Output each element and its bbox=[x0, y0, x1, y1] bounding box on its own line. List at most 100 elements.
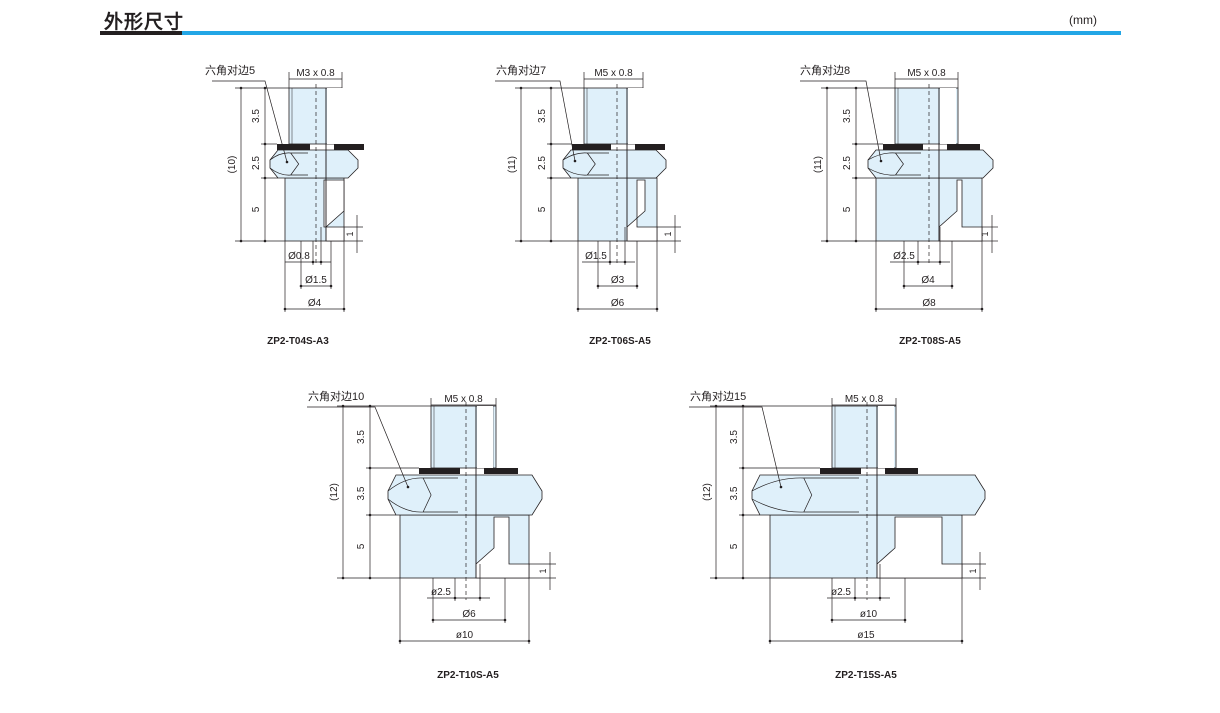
arrow-dot bbox=[741, 466, 745, 470]
hex-facet bbox=[387, 477, 458, 513]
bottom-dim-label: 1 bbox=[980, 231, 990, 236]
diameter-label: Ø8 bbox=[922, 298, 936, 309]
bottom-dim-label: 1 bbox=[663, 231, 673, 236]
arrow-dot bbox=[299, 284, 303, 288]
arrow-dot bbox=[938, 260, 942, 264]
hex-height-label: 3.5 bbox=[356, 486, 367, 500]
hex-nut bbox=[269, 149, 359, 179]
body-height-label: 5 bbox=[356, 543, 367, 549]
seal-right bbox=[885, 468, 918, 474]
arrow-dot bbox=[549, 176, 553, 180]
thread-label: M5 x 0.8 bbox=[444, 394, 483, 405]
arrow-dot bbox=[263, 239, 267, 243]
arrow-dot bbox=[825, 239, 829, 243]
page-header: 外形尺寸 (mm) bbox=[0, 0, 1220, 40]
body-height-label: 5 bbox=[251, 206, 262, 212]
arrow-dot bbox=[341, 576, 345, 580]
arrow-dot bbox=[903, 618, 907, 622]
arrow-dot bbox=[854, 239, 858, 243]
section-cut bbox=[323, 88, 345, 242]
thread-label: M5 x 0.8 bbox=[907, 68, 946, 79]
arrow-dot bbox=[368, 466, 372, 470]
hex-flats-label: 六角对边8 bbox=[800, 63, 850, 77]
bottom-dim-label: 1 bbox=[345, 231, 355, 236]
arrow-dot bbox=[655, 307, 659, 311]
arrow-dot bbox=[398, 639, 402, 643]
arrow-dot bbox=[950, 284, 954, 288]
arrow-dot bbox=[980, 307, 984, 311]
model-name: ZP2-T08S-A5 bbox=[899, 336, 961, 347]
arrow-dot bbox=[635, 284, 639, 288]
diameter-label: Ø0.8 bbox=[288, 251, 310, 262]
upper-height-label: 3.5 bbox=[537, 109, 548, 123]
leader-line bbox=[800, 80, 882, 162]
hex-facet bbox=[751, 477, 859, 513]
seal-right bbox=[334, 144, 364, 150]
leader-line bbox=[212, 80, 288, 163]
arrow-dot bbox=[874, 307, 878, 311]
unit-label: (mm) bbox=[1069, 13, 1097, 27]
body-height-label: 5 bbox=[842, 206, 853, 212]
arrow-dot bbox=[902, 284, 906, 288]
seal-right bbox=[947, 144, 980, 150]
total-height-label: (11) bbox=[813, 156, 824, 173]
arrow-dot bbox=[549, 142, 553, 146]
arrow-dot bbox=[263, 86, 267, 90]
diameter-label: Ø6 bbox=[462, 609, 476, 620]
diameter-label: Ø1.5 bbox=[585, 251, 607, 262]
arrow-dot bbox=[519, 86, 523, 90]
hex-nut bbox=[867, 149, 994, 179]
section-cut bbox=[626, 88, 658, 242]
hex-nut bbox=[562, 149, 667, 179]
leader-line bbox=[307, 406, 409, 488]
diameter-label: Ø6 bbox=[611, 298, 625, 309]
hex-height-label: 2.5 bbox=[251, 156, 262, 170]
total-height-label: (11) bbox=[507, 156, 518, 173]
arrow-dot bbox=[573, 159, 577, 163]
bottom-dim-label: 1 bbox=[968, 568, 978, 573]
seal-right bbox=[484, 468, 518, 474]
diameter-label: ø10 bbox=[456, 630, 474, 641]
title-underline bbox=[100, 31, 182, 35]
arrow-dot bbox=[854, 176, 858, 180]
bore bbox=[628, 88, 644, 144]
upper-height-label: 3.5 bbox=[842, 109, 853, 123]
arrow-dot bbox=[854, 86, 858, 90]
upper-height-label: 3.5 bbox=[251, 109, 262, 123]
arrow-dot bbox=[503, 618, 507, 622]
seal-left bbox=[883, 144, 923, 150]
section-cut bbox=[475, 406, 530, 579]
total-height-label: (10) bbox=[227, 156, 238, 174]
diameter-label: ø2.5 bbox=[831, 587, 851, 598]
hex-height-label: 3.5 bbox=[729, 486, 740, 500]
arrow-dot bbox=[453, 596, 457, 600]
diameter-label: ø2.5 bbox=[431, 587, 451, 598]
hex-nut bbox=[751, 474, 986, 516]
arrow-dot bbox=[406, 485, 410, 489]
arrow-dot bbox=[879, 159, 883, 163]
arrow-dot bbox=[714, 576, 718, 580]
hex-height-label: 2.5 bbox=[842, 156, 853, 170]
leader-line bbox=[495, 80, 576, 162]
hex-flats-label: 六角对边15 bbox=[690, 389, 746, 403]
seal-left bbox=[572, 144, 611, 150]
arrow-dot bbox=[549, 239, 553, 243]
arrow-dot bbox=[239, 239, 243, 243]
arrow-dot bbox=[549, 86, 553, 90]
seal-left bbox=[277, 144, 310, 150]
arrow-dot bbox=[239, 86, 243, 90]
arrow-dot bbox=[311, 260, 315, 264]
hex-facet bbox=[269, 152, 308, 176]
arrow-dot bbox=[263, 142, 267, 146]
diameter-label: ø15 bbox=[857, 630, 875, 641]
diameter-label: Ø1.5 bbox=[305, 275, 327, 286]
diameter-label: Ø4 bbox=[308, 298, 322, 309]
body-height-label: 5 bbox=[729, 543, 740, 549]
upper-height-label: 3.5 bbox=[729, 430, 740, 444]
bore bbox=[878, 406, 894, 468]
arrow-dot bbox=[741, 513, 745, 517]
